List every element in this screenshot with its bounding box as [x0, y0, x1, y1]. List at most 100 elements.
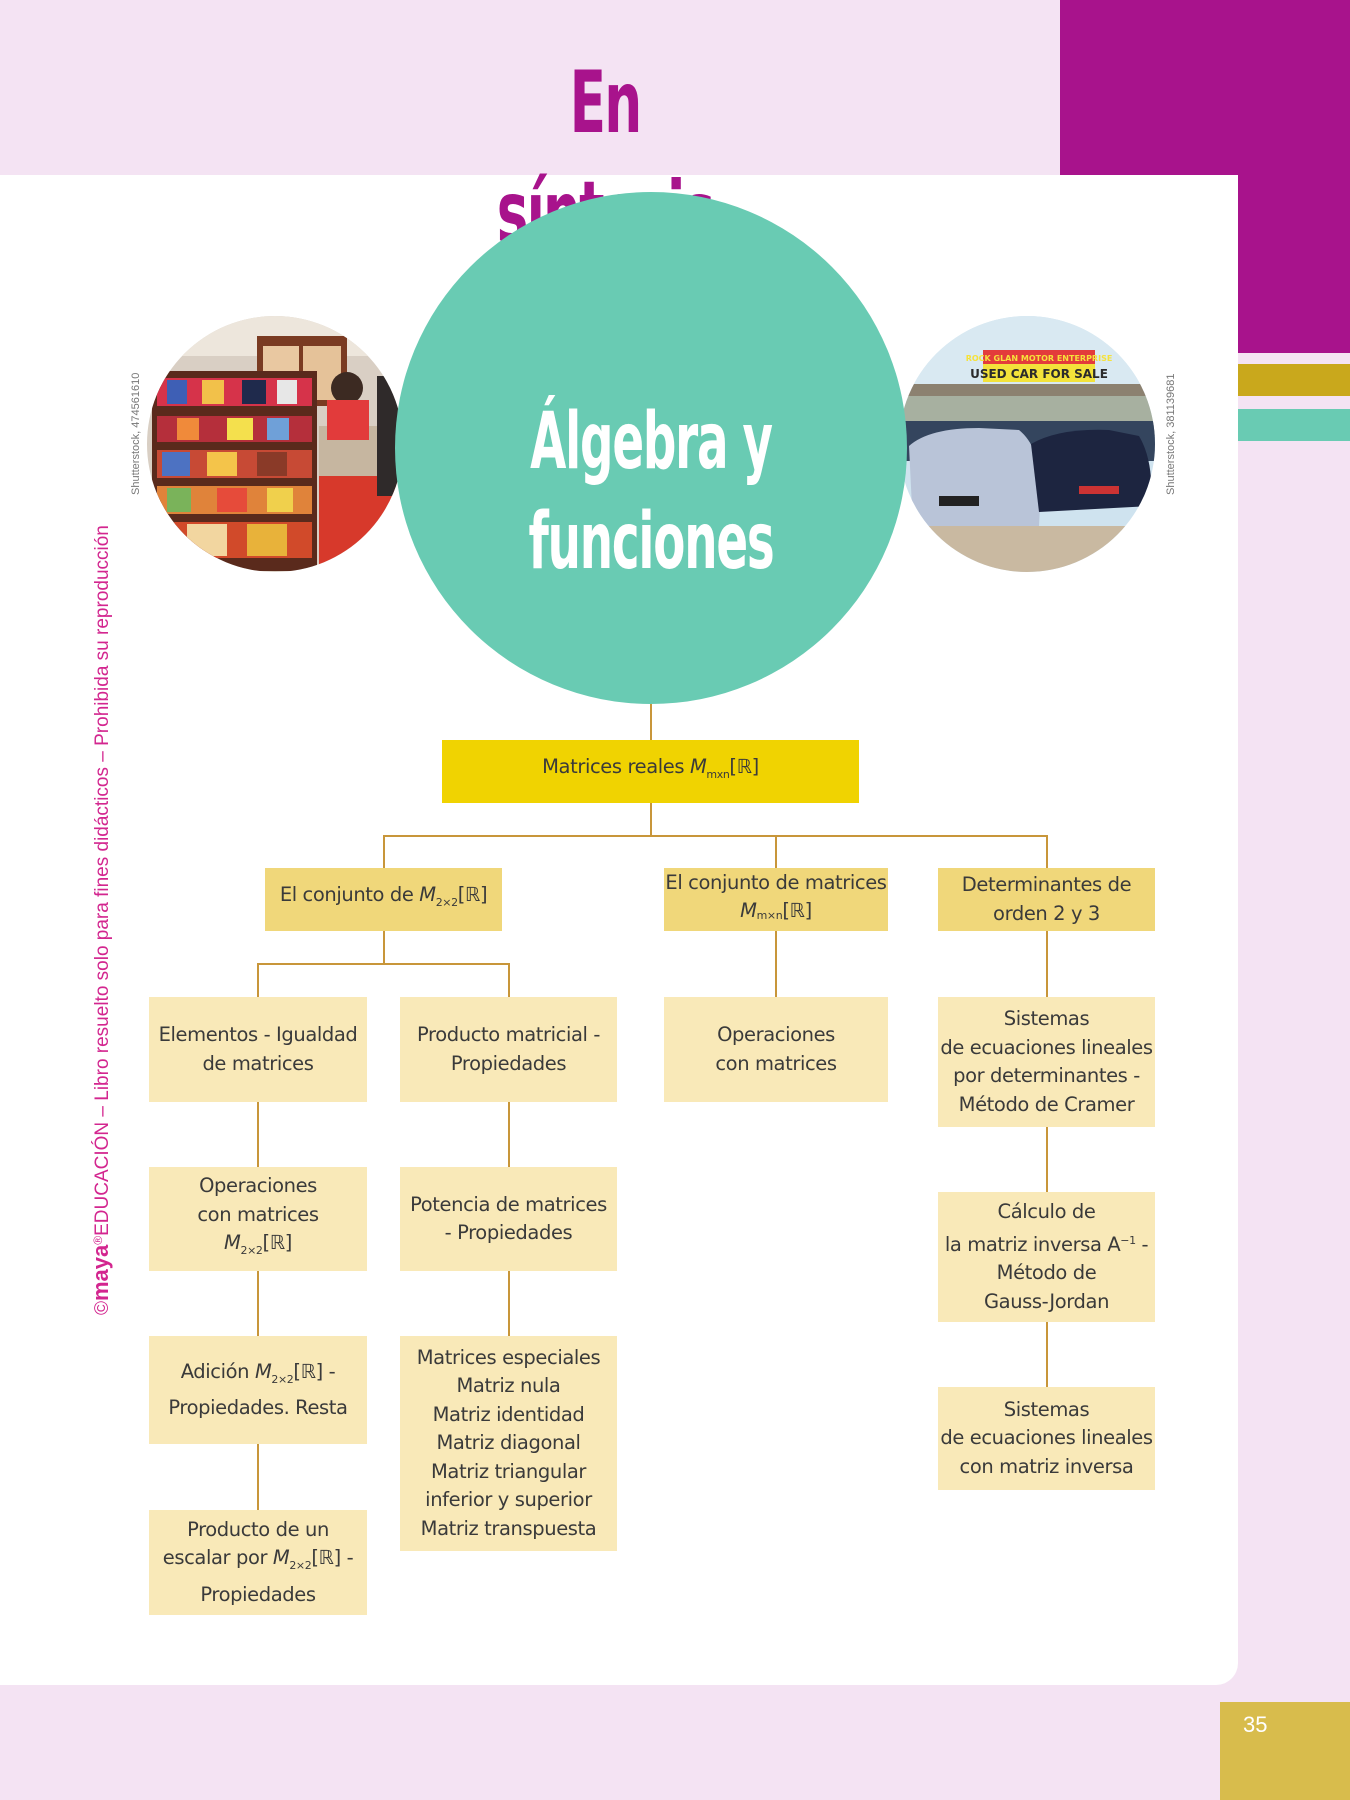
concept-line: Producto matricial -	[417, 1023, 600, 1046]
concept-tail: [ℝ] -	[311, 1546, 354, 1570]
concept-line: - Propiedades	[444, 1221, 573, 1244]
concept-line: Potencia de matrices	[410, 1192, 607, 1216]
registered-symbol: ®	[91, 1235, 105, 1245]
concept-line: Matrices especiales	[416, 1345, 601, 1369]
concept-subscript: m×n	[756, 909, 783, 922]
concept-line: Matriz diagonal	[436, 1431, 581, 1455]
concept-line: orden 2 y 3	[993, 901, 1100, 925]
car-lot-photo-image: ROCK GLAN MOTOR ENTERPRISE USED CAR FOR …	[899, 316, 1155, 572]
concept-symbol: M	[740, 899, 757, 922]
connector	[257, 1102, 259, 1167]
concept-line: Propiedades	[200, 1582, 316, 1606]
root-text: Matrices reales	[542, 755, 690, 779]
photo-credit-right: Shutterstock, 381139681	[1165, 373, 1177, 496]
root-symbol: M	[689, 755, 707, 779]
concept-text: escalar por	[162, 1546, 273, 1570]
concept-line: Sistemas	[1003, 1007, 1090, 1030]
concept-line: Matriz nula	[456, 1374, 561, 1398]
store-photo-image	[147, 316, 403, 572]
concept-subscript: 2×2	[435, 896, 458, 910]
photo-credit-left: Shutterstock, 474561610	[130, 372, 142, 495]
concept-potencia-matrices: Potencia de matrices - Propiedades	[400, 1167, 617, 1271]
connector	[383, 835, 385, 868]
central-topic-label: Álgebra y funciones	[528, 397, 774, 587]
concept-line: de matrices	[202, 1051, 314, 1075]
copyright-text: EDUCACIÓN – Libro resuelto solo para fin…	[92, 525, 113, 1236]
concept-line: con matrices	[715, 1051, 837, 1075]
concept-adicion: Adición M2×2[ℝ] -Propiedades. Resta	[149, 1336, 367, 1444]
connector	[650, 803, 652, 836]
connector	[257, 1444, 259, 1510]
connector	[508, 1271, 510, 1336]
concept-tail: [ℝ] -	[293, 1359, 336, 1383]
concept-root-matrices-reales: Matrices reales Mmxn[ℝ]	[442, 740, 859, 803]
concept-line: Elementos - Igualdad	[158, 1023, 358, 1046]
sign-line-1: ROCK GLAN MOTOR ENTERPRISE	[966, 354, 1113, 363]
connector	[257, 963, 259, 997]
connector	[1046, 835, 1048, 868]
root-subscript: mxn	[706, 768, 730, 782]
concept-sistemas-cramer: Sistemas de ecuaciones lineales por dete…	[938, 997, 1155, 1127]
connector	[775, 931, 777, 997]
concept-sistemas-matriz-inversa: Sistemas de ecuaciones lineales con matr…	[938, 1387, 1155, 1490]
connector	[1046, 1127, 1048, 1192]
root-tail: [ℝ]	[729, 755, 759, 779]
connector	[383, 931, 385, 964]
concept-superscript: −1	[1120, 1233, 1136, 1247]
concept-line: Producto de un	[187, 1517, 329, 1541]
concept-tail: [ℝ]	[457, 883, 488, 907]
concept-line: Cálculo de	[997, 1200, 1096, 1223]
concept-line: con matrices	[197, 1202, 319, 1226]
concept-line: Determinantes de	[961, 873, 1132, 896]
connector	[650, 704, 652, 740]
brand-logo: maya	[88, 1244, 113, 1301]
copyright-symbol: ©	[92, 1301, 113, 1315]
concept-operaciones-matrices: Operaciones con matrices	[664, 997, 888, 1102]
concept-elementos-igualdad: Elementos - Igualdad de matrices	[149, 997, 367, 1102]
decor-magenta-side	[1238, 175, 1350, 353]
concept-line: Propiedades	[450, 1051, 567, 1075]
concept-line: Gauss-Jordan	[983, 1289, 1110, 1313]
concept-producto-matricial: Producto matricial - Propiedades	[400, 997, 617, 1102]
concept-line: de ecuaciones lineales	[940, 1426, 1153, 1450]
concept-subscript: 2×2	[271, 1372, 294, 1386]
concept-line: Matriz transpuesta	[420, 1516, 597, 1540]
concept-determinantes: Determinantes de orden 2 y 3	[938, 868, 1155, 931]
concept-subscript: 2×2	[240, 1244, 263, 1258]
central-topic-circle	[395, 192, 907, 704]
page-number-box	[1220, 1702, 1350, 1800]
concept-matrices-especiales: Matrices especiales Matriz nula Matriz i…	[400, 1336, 617, 1551]
concept-conjunto-m2x2: El conjunto de M2×2[ℝ]	[265, 868, 502, 931]
concept-line: Operaciones	[717, 1023, 835, 1046]
concept-line: Matriz triangular	[431, 1459, 586, 1483]
concept-symbol: M	[272, 1546, 290, 1570]
concept-line: inferior y superior	[425, 1488, 592, 1512]
concept-symbol: M	[254, 1359, 272, 1383]
concept-text: El conjunto de	[279, 883, 420, 907]
connector	[775, 835, 777, 868]
concept-line: por determinantes -	[953, 1064, 1140, 1087]
connector	[508, 963, 510, 997]
connector	[1046, 1322, 1048, 1387]
concept-tail: [ℝ]	[782, 899, 812, 922]
concept-line: Matriz identidad	[432, 1402, 585, 1426]
concept-line: Sistemas	[1003, 1397, 1090, 1421]
concept-text: la matriz inversa A	[944, 1232, 1121, 1256]
connector	[508, 1102, 510, 1167]
connector	[257, 1271, 259, 1336]
concept-line: con matriz inversa	[959, 1454, 1134, 1478]
store-photo	[147, 316, 403, 572]
concept-line: Método de Cramer	[958, 1092, 1135, 1116]
sign-line-2: USED CAR FOR SALE	[970, 367, 1108, 381]
decor-teal-stripe	[1238, 409, 1350, 441]
concept-line: de ecuaciones lineales	[940, 1035, 1153, 1059]
connector	[383, 835, 1047, 837]
decor-magenta-block	[1060, 0, 1350, 175]
page-number: 35	[1243, 1712, 1268, 1737]
concept-tail: [ℝ]	[262, 1231, 292, 1255]
connector	[1046, 931, 1048, 997]
decor-gold-stripe	[1238, 364, 1350, 396]
